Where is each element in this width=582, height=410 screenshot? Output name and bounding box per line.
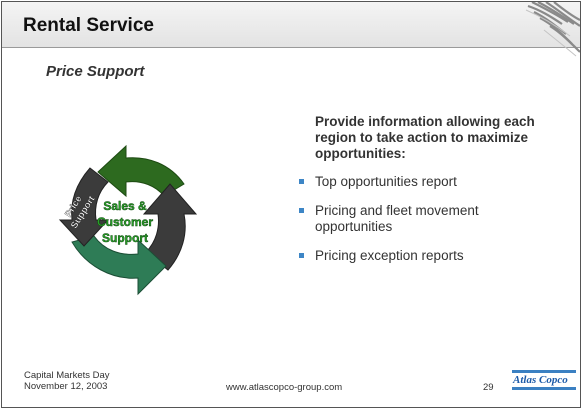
footer-url: www.atlascopco-group.com [226,382,343,393]
atlas-copco-logo: Atlas Copco [512,370,576,390]
logo-text: Atlas Copco [513,374,568,386]
footer-date: November 12, 2003 [24,381,108,392]
header-bar: Rental Service [2,2,580,57]
arrow-bottom [71,235,167,296]
slide-subtitle: Price Support [46,63,145,80]
gear-icon [525,2,580,57]
cycle-diagram: Price Support Sales & Customer Support [58,144,198,296]
logo-bar-top [512,370,576,373]
arrow-right [142,183,198,271]
bullet-item: Pricing exception reports [299,248,559,264]
footer-event-info: Capital Markets Day November 12, 2003 [24,370,110,392]
bullet-text: Pricing exception reports [315,248,464,263]
page-number: 29 [483,382,494,393]
bullet-list: Top opportunities report Pricing and fle… [299,174,559,277]
center-label-line3: Support [102,231,148,245]
bullet-item: Top opportunities report [299,174,559,190]
footer-event: Capital Markets Day [24,370,110,381]
arrow-top [97,144,185,198]
bullet-square-icon [299,208,304,213]
bullet-text: Top opportunities report [315,174,457,189]
slide-title: Rental Service [23,15,154,36]
bullet-square-icon [299,179,304,184]
arrow-left [58,167,110,247]
bullet-text: Pricing and fleet movement opportunities [315,203,479,234]
center-label-line2: Customer [97,215,153,229]
logo-bar-bottom [512,387,576,390]
bullet-item: Pricing and fleet movement opportunities [299,203,559,235]
center-label-line1: Sales & [103,199,147,213]
intro-text: Provide information allowing each region… [315,114,535,161]
bullet-square-icon [299,253,304,258]
